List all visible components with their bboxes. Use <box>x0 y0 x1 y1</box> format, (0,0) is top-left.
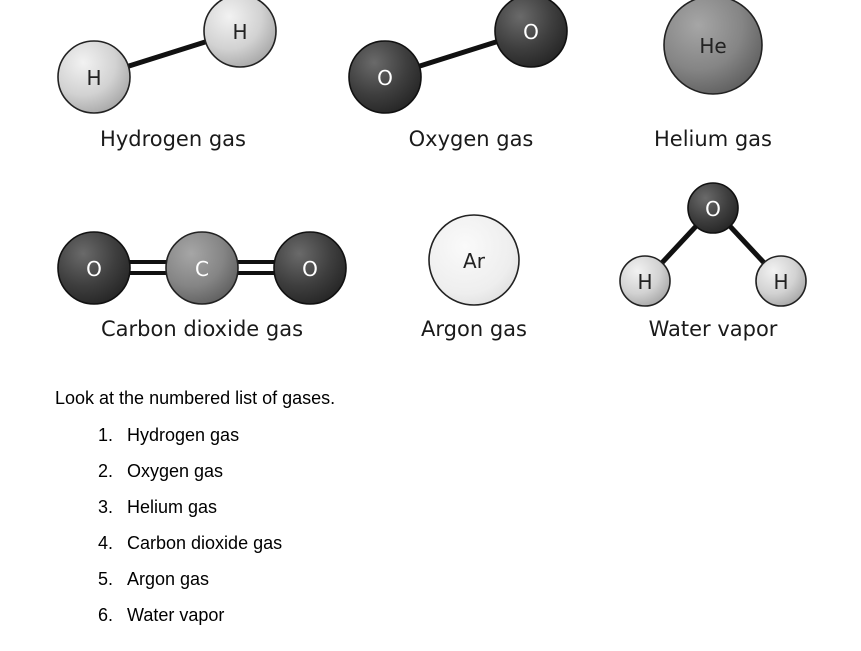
list-item: 2. Oxygen gas <box>98 460 282 496</box>
list-number: 6. <box>98 605 114 625</box>
caption-helium: Helium gas <box>654 127 772 151</box>
atom-label: O <box>302 257 318 281</box>
molecule-water: O H H <box>619 182 807 307</box>
atom-o-2 <box>273 231 347 305</box>
molecule-oxygen: O O <box>348 0 568 114</box>
atom-label: O <box>377 66 393 90</box>
caption-argon: Argon gas <box>421 317 527 341</box>
list-number: 4. <box>98 533 114 553</box>
caption-water: Water vapor <box>648 317 778 341</box>
atom-o-1 <box>348 40 422 114</box>
atom-c <box>165 231 239 305</box>
molecule-hydrogen: H H <box>57 0 277 114</box>
molecule-carbon-dioxide: O C O <box>57 231 347 305</box>
atom-label: H <box>637 270 652 294</box>
list-number: 1. <box>98 425 114 445</box>
list-item: 3. Helium gas <box>98 496 282 532</box>
question-prompt: Look at the numbered list of gases. <box>55 388 336 408</box>
atom-label: H <box>86 66 101 90</box>
atom-o-1 <box>57 231 131 305</box>
molecule-diagrams: H H O O He O C O Ar O H H <box>57 0 807 307</box>
list-number: 5. <box>98 569 114 589</box>
list-item: 6. Water vapor <box>98 604 282 640</box>
atom-label: Ar <box>463 249 486 273</box>
atom-h-2 <box>755 255 807 307</box>
molecule-helium: He <box>663 0 763 95</box>
list-item: 5. Argon gas <box>98 568 282 604</box>
atom-ar <box>428 214 520 306</box>
list-label: Carbon dioxide gas <box>127 533 283 553</box>
caption-oxygen: Oxygen gas <box>408 127 534 151</box>
list-number: 2. <box>98 461 114 481</box>
list-number: 3. <box>98 497 114 517</box>
atom-label: O <box>705 197 721 221</box>
caption-carbon-dioxide: Carbon dioxide gas <box>100 317 304 341</box>
list-label: Oxygen gas <box>127 461 224 481</box>
list-label: Water vapor <box>127 605 225 625</box>
list-label: Hydrogen gas <box>127 425 240 445</box>
molecule-argon: Ar <box>428 214 520 306</box>
caption-hydrogen: Hydrogen gas <box>100 127 246 151</box>
atom-label: H <box>232 20 247 44</box>
atom-label: He <box>699 34 726 58</box>
atom-label: H <box>773 270 788 294</box>
atom-label: O <box>86 257 102 281</box>
list-label: Argon gas <box>127 569 210 589</box>
atom-h-1 <box>57 40 131 114</box>
atom-label: O <box>523 20 539 44</box>
atom-h-1 <box>619 255 671 307</box>
list-item: 4. Carbon dioxide gas <box>98 532 282 568</box>
atom-h-2 <box>203 0 277 68</box>
list-item: 1. Hydrogen gas <box>98 424 282 460</box>
atom-label: C <box>195 257 209 281</box>
atom-o <box>687 182 739 234</box>
gas-numbered-list: 1. Hydrogen gas 2. Oxygen gas 3. Helium gas… <box>98 424 282 640</box>
atom-he <box>663 0 763 95</box>
list-label: Helium gas <box>127 497 218 517</box>
atom-o-2 <box>494 0 568 68</box>
